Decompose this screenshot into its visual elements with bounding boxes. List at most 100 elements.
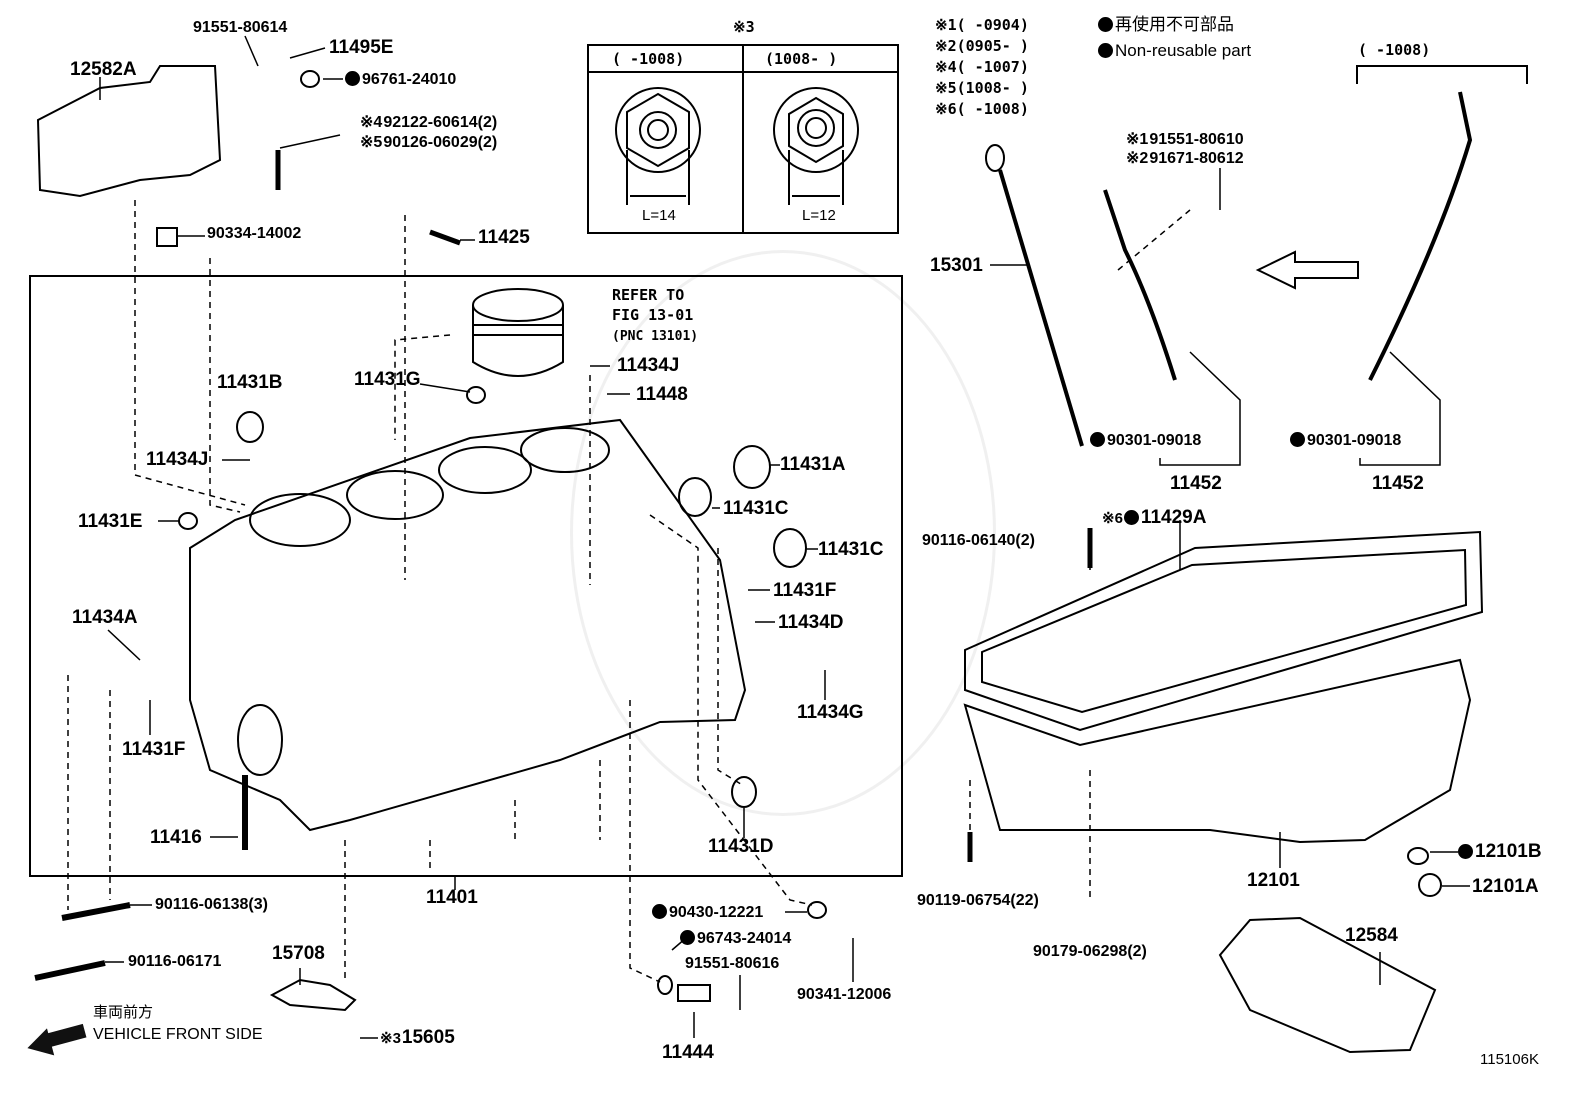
cylinder-block-11401 — [189, 418, 747, 832]
drain-plug-detail-right — [773, 87, 859, 205]
sensor-90334 — [156, 227, 178, 247]
detail-right-dimension: L=12 — [802, 207, 836, 224]
bolt-11425 — [429, 229, 461, 246]
part-label-11434D[interactable]: 11434D — [778, 612, 844, 633]
part-label-11431E[interactable]: 11431E — [78, 511, 143, 532]
bracket-15708 — [269, 978, 357, 1012]
part-label-90116-06138[interactable]: 90116-06138(3) — [155, 896, 268, 913]
part-label-15605[interactable]: ※315605 — [380, 1027, 455, 1048]
part-label-11495E[interactable]: 11495E — [329, 37, 394, 58]
part-label-90301-09018-b[interactable]: 90301-09018 — [1290, 432, 1401, 449]
part-label-90341-12006[interactable]: 90341-12006 — [797, 986, 892, 1003]
stud-90116-06138 — [61, 902, 131, 921]
part-label-11434G[interactable]: 11434G — [797, 702, 864, 723]
detail-right-header: (1008- ) — [765, 50, 838, 68]
detail-left-header: ( -1008) — [612, 50, 685, 68]
note-5: ※5(1008- ) — [935, 79, 1029, 97]
plug-11431C-2 — [773, 528, 807, 568]
part-label-90116-06171[interactable]: 90116-06171 — [128, 953, 222, 970]
part-label-91551-80614[interactable]: 91551-80614 — [193, 19, 288, 36]
front-side-label-jp: 車両前方 — [93, 1004, 154, 1021]
part-label-11425[interactable]: 11425 — [478, 227, 530, 248]
cylinder-bores — [249, 427, 610, 547]
gauge-guide-left — [1103, 189, 1177, 381]
part-label-96761-24010[interactable]: 96761-24010 — [345, 71, 456, 88]
drain-plug-12101A — [1418, 873, 1442, 897]
note-6: ※6( -1008) — [935, 100, 1029, 118]
part-label-11431C-1[interactable]: 11431C — [723, 498, 789, 519]
stud-90116-06171 — [34, 960, 106, 981]
gasket-90430 — [807, 901, 827, 919]
part-label-11431B[interactable]: 11431B — [217, 372, 283, 393]
plug-11431D — [731, 776, 757, 808]
part-label-11401[interactable]: 11401 — [426, 887, 478, 908]
part-label-91671-80612[interactable]: ※291671-80612 — [1126, 150, 1244, 167]
dashed-alignment-lines — [67, 200, 1191, 983]
part-label-91551-80610[interactable]: ※191551-80610 — [1126, 131, 1244, 148]
ring-96761 — [300, 70, 320, 88]
part-label-12582A[interactable]: 12582A — [70, 59, 137, 80]
gauge-range-label: ( -1008) — [1358, 41, 1431, 59]
legend-non-reusable-jp: 再使用不可部品 — [1098, 16, 1234, 33]
part-label-11434J-left[interactable]: 11434J — [146, 449, 209, 470]
refer-line-2: FIG 13-01 — [612, 306, 694, 324]
note-4: ※4( -1007) — [935, 58, 1029, 76]
dipstick-15301 — [985, 144, 1084, 447]
legend-non-reusable-en: Non-reusable part — [1098, 42, 1251, 59]
sensor-11444 — [677, 984, 711, 1002]
part-label-91551-80616[interactable]: 91551-80616 — [685, 955, 780, 972]
part-label-90126-06029[interactable]: ※590126-06029(2) — [360, 134, 498, 151]
detail-left-dimension: L=14 — [642, 207, 676, 224]
part-label-11448[interactable]: 11448 — [636, 384, 688, 405]
part-label-12101B[interactable]: 12101B — [1458, 842, 1542, 861]
gasket-12101B — [1407, 847, 1429, 865]
part-label-90334-14002[interactable]: 90334-14002 — [207, 225, 302, 242]
part-label-11444[interactable]: 11444 — [662, 1042, 714, 1063]
part-label-12584[interactable]: 12584 — [1345, 925, 1398, 946]
plug-11431C-1 — [678, 477, 712, 517]
part-label-12101A[interactable]: 12101A — [1472, 876, 1539, 897]
part-label-90430-12221[interactable]: 90430-12221 — [652, 904, 763, 921]
gauge-range-bracket — [1356, 65, 1528, 84]
part-label-11431C-2[interactable]: 11431C — [818, 539, 884, 560]
ring-96743 — [657, 975, 673, 995]
note-2: ※2(0905- ) — [935, 37, 1029, 55]
part-label-15708[interactable]: 15708 — [272, 943, 325, 964]
watermark-emblem — [570, 250, 996, 816]
gauge-guide-right — [1368, 91, 1473, 381]
part-label-11431D[interactable]: 11431D — [708, 836, 774, 857]
plug-11431A — [733, 445, 771, 489]
block-group-frame — [29, 275, 903, 877]
part-label-11452-b[interactable]: 11452 — [1372, 473, 1424, 494]
timing-cover-12582A — [36, 65, 222, 198]
refer-line-1: REFER TO — [612, 286, 685, 304]
part-label-12101[interactable]: 12101 — [1247, 870, 1300, 891]
refer-line-3: (PNC 13101) — [612, 329, 699, 344]
note-1: ※1( -0904) — [935, 16, 1029, 34]
part-label-11431F-left[interactable]: 11431F — [122, 739, 186, 760]
part-label-11434A[interactable]: 11434A — [72, 607, 138, 628]
piston-reference — [472, 288, 564, 377]
part-label-92122-60614[interactable]: ※492122-60614(2) — [360, 114, 498, 131]
leader-lines — [99, 35, 1470, 1039]
baffle-12584 — [1218, 916, 1437, 1054]
part-label-11416[interactable]: 11416 — [150, 827, 202, 848]
part-label-90179-06298[interactable]: 90179-06298(2) — [1033, 943, 1147, 960]
part-label-11431A[interactable]: 11431A — [780, 454, 846, 475]
crank-seal-bore — [237, 704, 283, 776]
direction-arrow — [1255, 250, 1359, 290]
part-label-90301-09018-a[interactable]: 90301-09018 — [1090, 432, 1201, 449]
plug-11431G — [466, 386, 486, 404]
part-label-90116-06140[interactable]: 90116-06140(2) — [922, 532, 1035, 549]
part-label-11431F-right[interactable]: 11431F — [773, 580, 837, 601]
front-side-label-en: VEHICLE FRONT SIDE — [93, 1026, 263, 1043]
part-label-96743-24014[interactable]: 96743-24014 — [680, 930, 791, 947]
part-label-11434J-top[interactable]: 11434J — [617, 355, 680, 376]
part-label-90119-06754[interactable]: 90119-06754(22) — [917, 892, 1039, 909]
drain-plug-detail-left — [615, 87, 701, 205]
part-label-11431G[interactable]: 11431G — [354, 369, 421, 390]
part-label-15301[interactable]: 15301 — [930, 255, 983, 276]
part-label-11452-a[interactable]: 11452 — [1170, 473, 1222, 494]
